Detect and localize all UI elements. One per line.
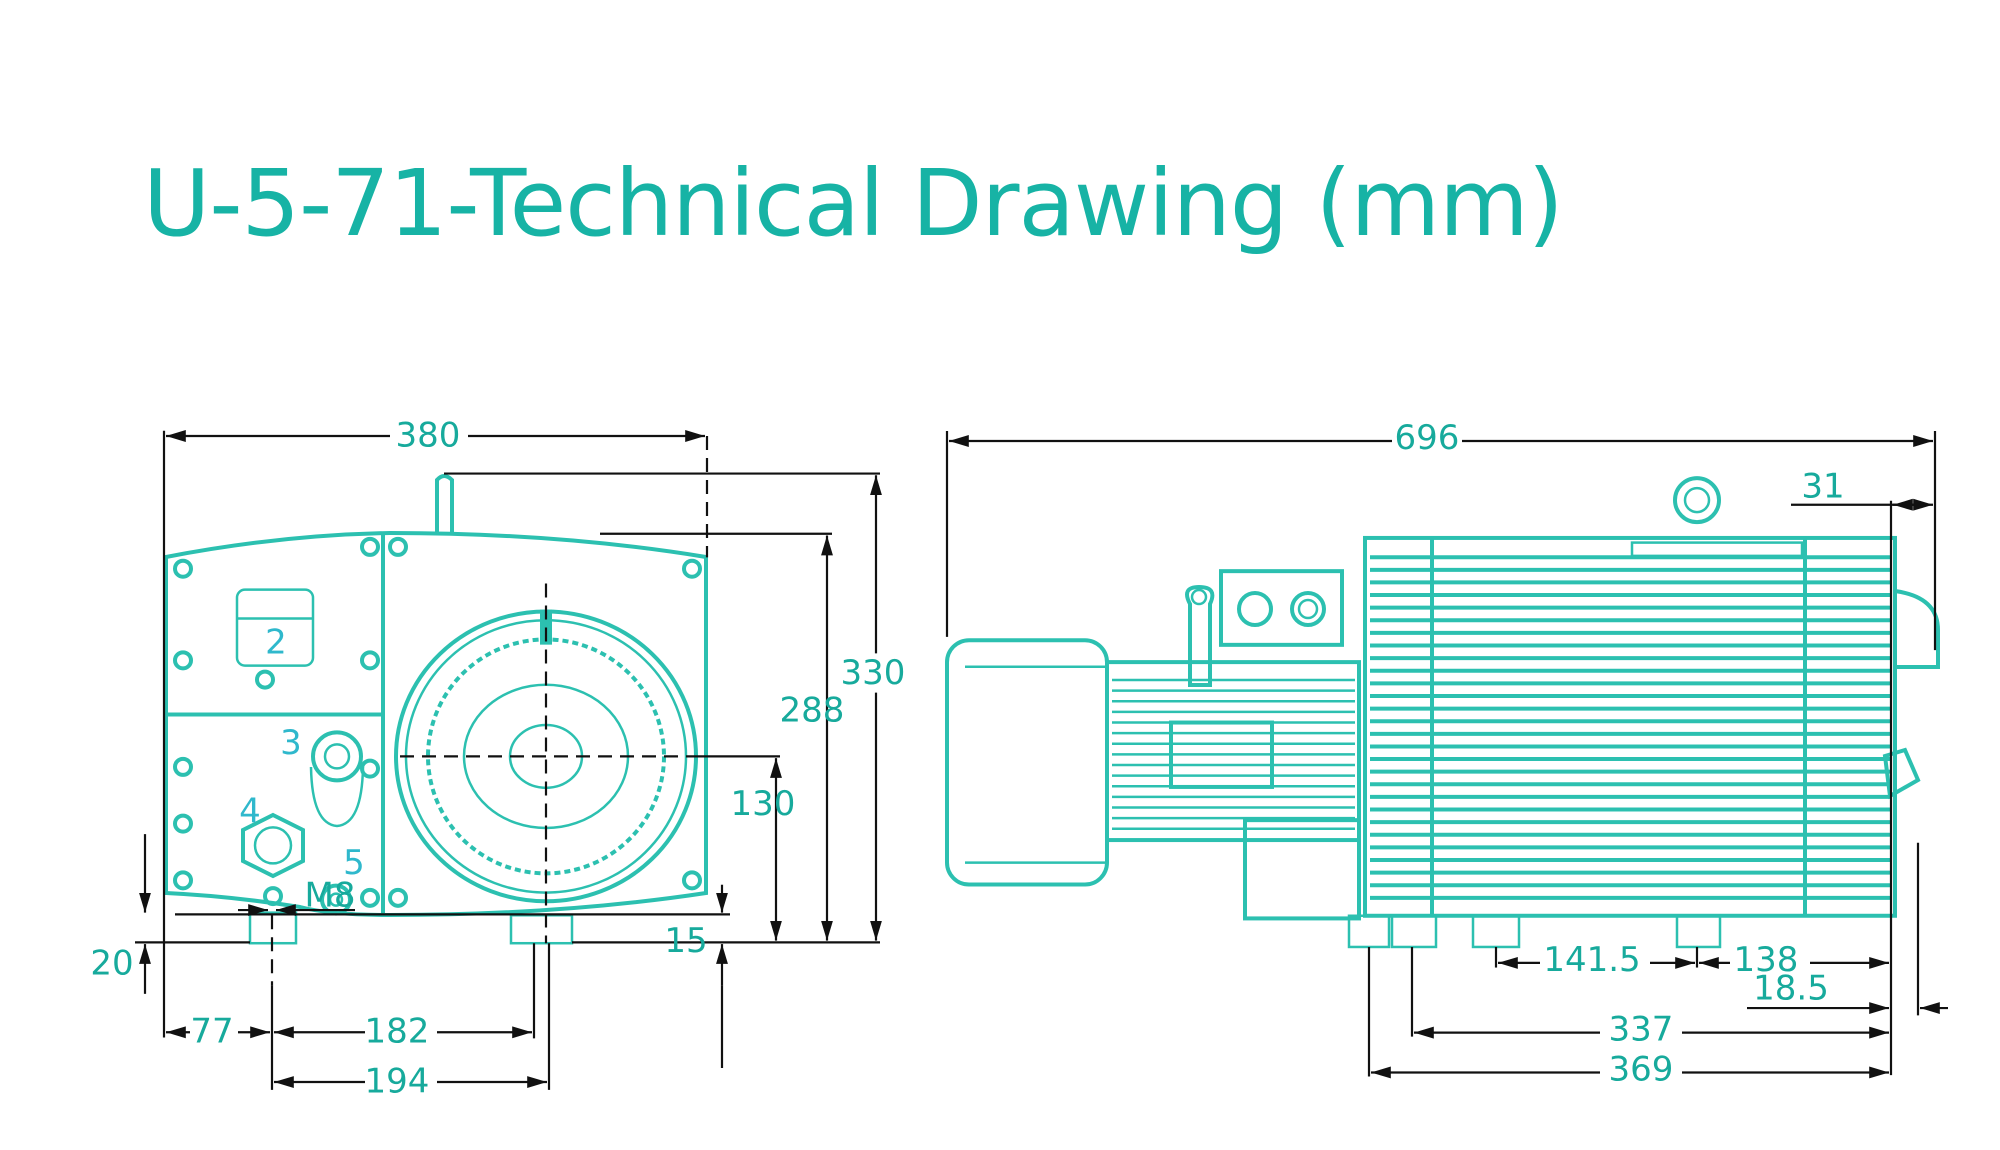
eye-bolt [1673,476,1721,525]
part-label-3: 3 [280,723,302,763]
front-view: 380 330 288 130 15 20 M8 77 182 194 2 3 … [90,415,905,1101]
dim-width: 380 [396,415,461,455]
dim-foot-span-inner: 337 [1609,1010,1674,1050]
bolt-icon [173,558,193,579]
part-label-4: 4 [239,792,261,832]
bolt-icon [360,758,380,779]
dim-foot-span-outer: 369 [1609,1049,1674,1089]
dim-height-body: 288 [780,690,845,730]
front-foot-right [509,914,574,945]
dim-foot-offset: 20 [90,944,133,984]
motor-lug [1185,584,1215,687]
part-4-drain-plug [241,812,305,879]
dim-thread: M8 [305,876,356,916]
pump-housing [1363,535,1897,918]
bolt-icon [388,887,408,908]
bolt-icon [255,669,275,690]
motor-end-cap [945,638,1109,887]
page-title: U-5-71-Technical Drawing (mm) [143,150,1564,257]
bolt-icon [682,558,702,579]
bolt-icon [173,650,193,671]
bolt-icon [263,886,283,907]
pump-body [1347,476,1940,949]
bolt-icon [360,650,380,671]
side-view: 696 31 141.5 138 18.5 337 369 [945,418,1948,1089]
side-foot-3 [1471,914,1521,949]
front-body [164,474,708,945]
name-plate [1169,720,1274,789]
dim-shaft-height: 130 [731,784,796,824]
dim-foot-spacing-inner: 182 [365,1012,430,1052]
dim-length-total: 696 [1395,418,1460,458]
dim-foot-height: 15 [664,921,707,961]
capacitor-box [1243,818,1361,921]
dim-height-total: 330 [841,653,906,693]
bolt-icon [360,887,380,908]
dim-foot-spacing-b: 138 [1734,940,1799,980]
handle [435,474,454,534]
motor [945,569,1361,921]
hood [1894,589,1940,669]
part-label-2: 2 [265,622,287,662]
part-3-fitting [311,730,363,783]
side-foot-2 [1390,914,1438,949]
bolt-icon [173,813,193,834]
part-2-sight-glass [235,588,315,667]
dim-foot-spacing-outer: 194 [365,1061,430,1101]
side-foot-4 [1675,914,1722,949]
dim-hood-overhang: 31 [1801,466,1844,506]
bolt-icon [173,756,193,777]
part-label-5: 5 [343,843,365,883]
bolt-icon [173,870,193,891]
motor-body [1105,660,1361,843]
bolt-icon [682,870,702,891]
bolt-icon [388,536,408,557]
terminal-box [1219,569,1344,647]
bolt-icon [360,536,380,557]
dim-foot-edge: 77 [190,1012,233,1052]
dim-end-offset: 18.5 [1753,968,1829,1008]
side-foot-1 [1347,914,1391,949]
dim-foot-spacing-a: 141.5 [1543,940,1640,980]
